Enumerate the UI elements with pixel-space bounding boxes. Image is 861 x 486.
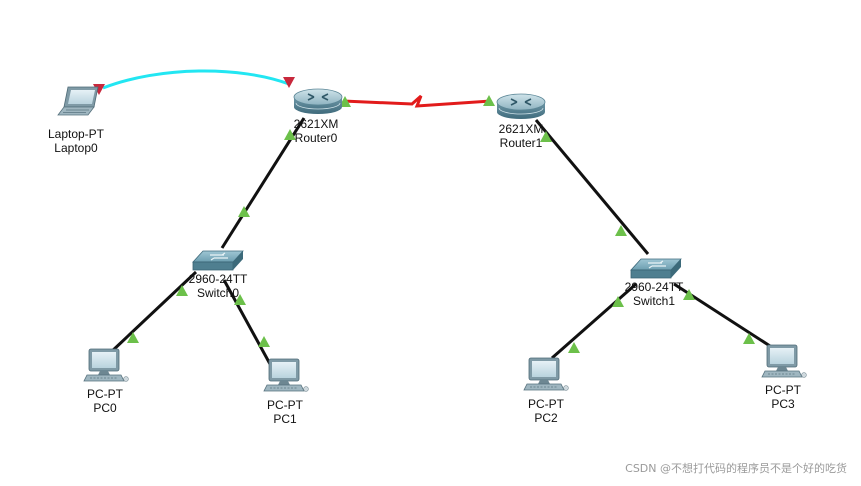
link-status-marker-up <box>234 294 246 305</box>
link-switch0-pc0[interactable] <box>108 270 198 355</box>
device-model: 2621XM <box>293 117 339 131</box>
link-switch1-pc2[interactable] <box>551 282 637 360</box>
link-router0-router1[interactable] <box>342 94 492 108</box>
router-icon <box>293 88 343 114</box>
pc-icon <box>523 357 569 391</box>
device-model: PC-PT <box>528 397 564 411</box>
link-status-marker-up <box>176 285 188 296</box>
switch-device-switch1[interactable] <box>630 258 682 279</box>
device-model: 2960-24TT <box>624 280 684 294</box>
pc-icon <box>761 344 807 378</box>
pc-device-pc1[interactable] <box>263 358 309 392</box>
pc-icon <box>83 348 129 382</box>
link-laptop0-router0[interactable] <box>102 69 290 90</box>
pc-device-pc3[interactable] <box>761 344 807 378</box>
link-status-marker-up <box>683 289 695 300</box>
switch-icon <box>192 250 244 271</box>
device-name: Switch0 <box>196 286 240 300</box>
router-device-router0[interactable] <box>293 88 343 114</box>
device-model: PC-PT <box>267 398 303 412</box>
watermark: CSDN @不想打代码的程序员不是个好的吃货 <box>625 462 847 475</box>
laptop-device-laptop0[interactable] <box>57 86 99 116</box>
device-model: 2621XM <box>498 122 544 136</box>
device-model: 2960-24TT <box>188 272 248 286</box>
link-status-marker-up <box>284 129 296 140</box>
pc-device-pc0[interactable] <box>83 348 129 382</box>
switch-icon <box>630 258 682 279</box>
link-status-marker-down <box>283 77 295 88</box>
link-status-marker-up <box>258 336 270 347</box>
link-status-markers <box>93 77 755 353</box>
device-name: PC0 <box>93 401 117 415</box>
device-name: Router1 <box>499 136 543 150</box>
device-name: Switch1 <box>632 294 676 308</box>
link-status-marker-up <box>568 342 580 353</box>
device-name: Laptop0 <box>54 141 98 155</box>
link-status-marker-up <box>238 206 250 217</box>
router-icon <box>496 93 546 119</box>
link-status-marker-up <box>615 225 627 236</box>
device-model: PC-PT <box>87 387 123 401</box>
device-name: PC3 <box>771 397 795 411</box>
link-status-marker-up <box>483 95 495 106</box>
link-status-marker-up <box>612 296 624 307</box>
laptop-icon <box>57 86 99 116</box>
links-layer <box>102 69 771 365</box>
device-name: PC2 <box>534 411 558 425</box>
link-switch0-pc1[interactable] <box>222 279 272 365</box>
device-name: PC1 <box>273 412 297 426</box>
device-model: PC-PT <box>765 383 801 397</box>
device-model: Laptop-PT <box>47 127 105 141</box>
router-device-router1[interactable] <box>496 93 546 119</box>
link-status-marker-up <box>127 332 139 343</box>
devices-layer <box>57 86 807 392</box>
switch-device-switch0[interactable] <box>192 250 244 271</box>
link-status-marker-up <box>743 333 755 344</box>
device-name: Router0 <box>294 131 338 145</box>
link-status-marker-up <box>540 131 552 142</box>
link-router1-switch1[interactable] <box>534 119 650 255</box>
pc-device-pc2[interactable] <box>523 357 569 391</box>
pc-icon <box>263 358 309 392</box>
